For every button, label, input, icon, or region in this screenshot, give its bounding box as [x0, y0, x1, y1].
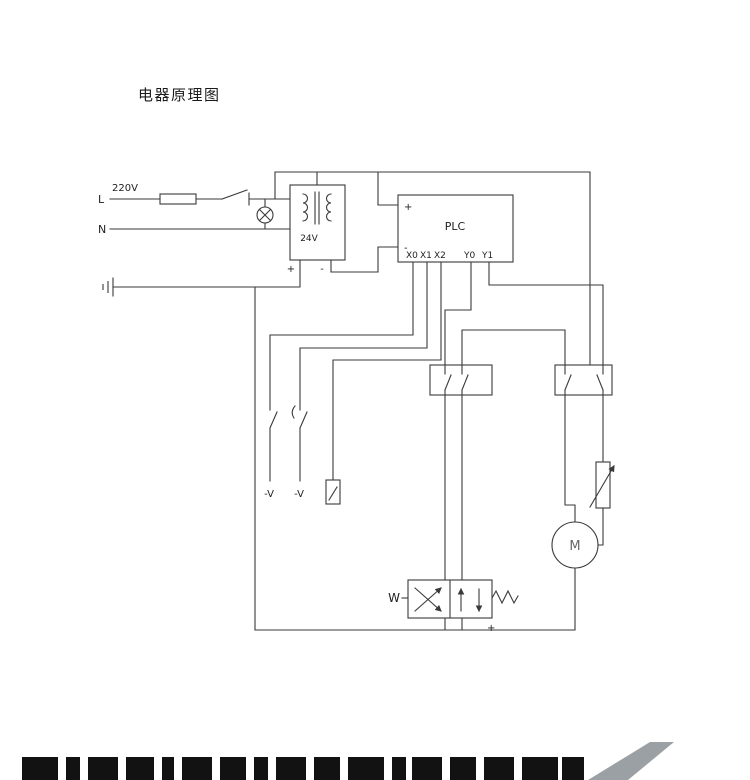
indicator-lamp-icon — [256, 198, 274, 230]
plc-input-x0: X0 — [406, 251, 418, 261]
label-24v: 24V — [300, 234, 318, 244]
transformer-core — [314, 191, 320, 225]
fuse — [159, 193, 197, 205]
label-220v: 220V — [112, 183, 138, 194]
limit-switch-1 — [269, 401, 278, 482]
motor-label: M — [569, 539, 580, 554]
pressure-switch — [325, 479, 341, 505]
cropped-banner-text — [22, 742, 674, 780]
transformer-plus: + — [287, 264, 295, 275]
motor — [551, 521, 599, 569]
plc-plus: + — [404, 202, 412, 213]
plc-input-x1: X1 — [420, 251, 432, 261]
diagram-title: 电器原理图 — [138, 86, 221, 104]
limit-switch-2 — [291, 401, 308, 482]
main-switch — [221, 189, 250, 206]
plc-title: PLC — [445, 220, 466, 233]
label-neutral-n: N — [98, 223, 106, 236]
valve-plus: + — [487, 623, 495, 634]
transformer — [289, 184, 346, 273]
plc-block — [397, 194, 514, 263]
transformer-secondary-winding — [325, 193, 332, 222]
plc-output-y0: Y0 — [463, 251, 475, 261]
potentiometer — [589, 461, 615, 509]
relay-contact-block-left — [429, 364, 493, 396]
plc-output-y1: Y1 — [481, 251, 493, 261]
label-switch1-v: -V — [264, 489, 274, 500]
plc-minus: - — [404, 243, 408, 254]
plc-input-x2: X2 — [434, 251, 446, 261]
transformer-minus: - — [320, 264, 324, 275]
valve-spring — [491, 589, 519, 605]
relay-contact-block-right — [554, 364, 613, 396]
ground-icon — [102, 277, 114, 297]
banner-gray-slash — [588, 742, 674, 780]
label-line-l: L — [98, 193, 105, 206]
solenoid-valve — [401, 579, 519, 619]
valve-arrow-cross-2 — [414, 587, 442, 612]
transformer-primary-winding — [302, 193, 309, 222]
valve-coil-label: W — [388, 591, 400, 605]
wires — [112, 171, 604, 631]
label-switch2-v: -V — [294, 489, 304, 500]
power-line-l — [109, 189, 291, 206]
